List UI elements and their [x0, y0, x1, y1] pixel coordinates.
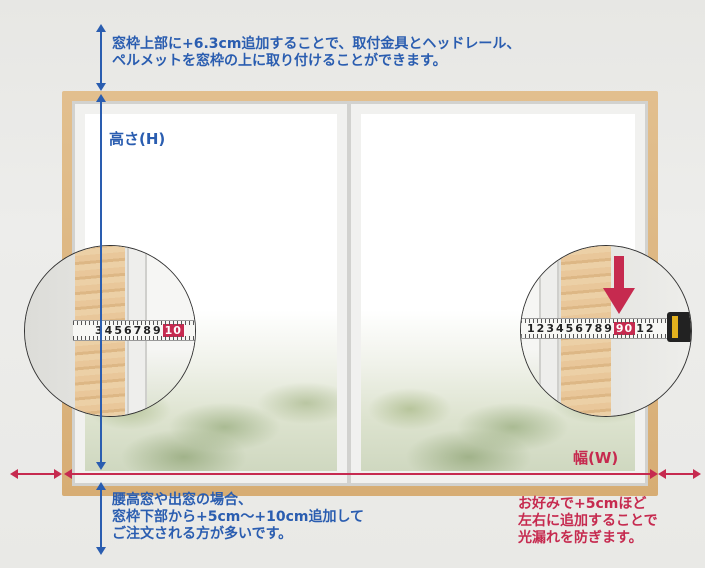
bottom-note: 腰高窓や出窓の場合、 窓枠下部から+5cm〜+10cm追加して ご注文される方が… — [112, 492, 365, 542]
right-side-extension-arrow — [658, 469, 701, 479]
width-measure-line — [64, 469, 658, 479]
top-note: 窓枠上部に+6.3cm追加することで、取付金具とヘッドレール、 ペルメットを窓枠… — [112, 36, 521, 69]
top-extension-arrow — [96, 24, 106, 91]
bottom-extension-arrow — [96, 482, 106, 555]
measuring-tape-icon — [667, 312, 691, 342]
height-measure-line — [96, 94, 106, 470]
right-magnifier: 1 2 3 4 5 6 7 8 9 90 1 2 — [520, 245, 692, 417]
down-arrow-icon — [603, 256, 635, 314]
left-side-extension-arrow — [10, 469, 62, 479]
width-label: 幅(W) — [573, 449, 619, 467]
side-note: お好みで+5cmほど 左右に追加することで 光漏れを防ぎます。 — [518, 496, 658, 546]
right-measuring-tape: 1 2 3 4 5 6 7 8 9 90 1 2 — [521, 318, 681, 339]
left-measuring-tape: 3 4 5 6 7 8 9 10 — [73, 320, 195, 341]
left-magnifier: 3 4 5 6 7 8 9 10 — [24, 245, 196, 417]
height-label: 高さ(H) — [109, 130, 166, 148]
